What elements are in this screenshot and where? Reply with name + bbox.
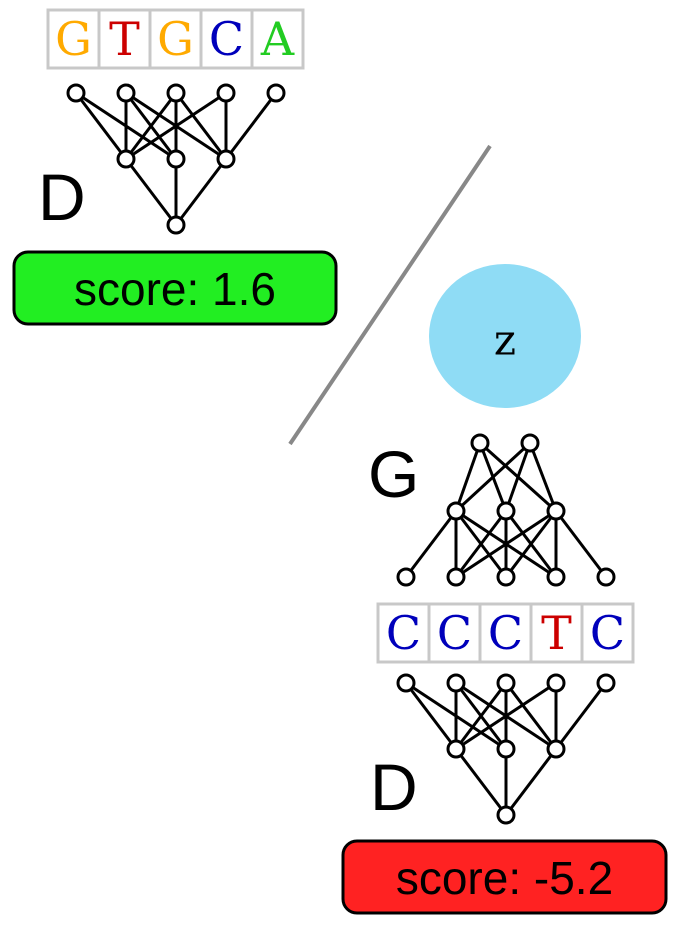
real-discriminator-network xyxy=(66,83,286,235)
fake-score-text: score: -5.2 xyxy=(396,852,613,904)
gen-seq-letter: C xyxy=(386,606,421,660)
gen-seq-letter: T xyxy=(541,606,572,660)
input-node xyxy=(396,673,416,693)
network-edges xyxy=(404,681,608,816)
gen-seq-cell: C xyxy=(427,602,482,664)
generator-label: G xyxy=(368,437,419,511)
generated-sequence: C C C T C xyxy=(376,602,635,664)
hidden-node xyxy=(116,149,136,169)
gen-seq-cell: C xyxy=(580,602,635,664)
hidden-node xyxy=(496,501,516,521)
input-node xyxy=(496,673,516,693)
generator-output-node xyxy=(546,567,566,587)
generator-output-node xyxy=(596,567,616,587)
gen-seq-letter: C xyxy=(437,606,472,660)
fake-score-box xyxy=(341,839,668,915)
hidden-node xyxy=(166,149,186,169)
real-score-text: score: 1.6 xyxy=(74,263,276,315)
fake-discriminator-label: D xyxy=(370,750,418,824)
real-seq-cell: C xyxy=(199,8,254,70)
hidden-node xyxy=(446,739,466,759)
latent-ellipse xyxy=(429,264,581,408)
real-score-box xyxy=(12,250,338,326)
real-seq-letter: G xyxy=(55,12,92,66)
gen-seq-cell: T xyxy=(529,602,584,664)
real-seq-letter: A xyxy=(260,12,295,66)
real-seq-cell: G xyxy=(148,8,203,70)
real-seq-letter: T xyxy=(109,12,140,66)
divider-line xyxy=(288,144,492,446)
hidden-node xyxy=(546,501,566,521)
output-node xyxy=(496,805,516,825)
hidden-node xyxy=(546,739,566,759)
real-seq-cell: G xyxy=(46,8,101,70)
input-node xyxy=(216,83,236,103)
hidden-node xyxy=(216,149,236,169)
real-seq-letter: G xyxy=(157,12,194,66)
latent-label: z xyxy=(494,316,516,365)
generator-output-node xyxy=(396,567,416,587)
generator-input-node xyxy=(520,433,540,453)
real-seq-cell: A xyxy=(250,8,305,70)
gen-seq-letter: C xyxy=(488,606,523,660)
input-node xyxy=(596,673,616,693)
hidden-node xyxy=(496,739,516,759)
hidden-node xyxy=(446,501,466,521)
network-edges xyxy=(404,441,608,579)
generator-output-node xyxy=(496,567,516,587)
gen-seq-letter: C xyxy=(590,606,625,660)
generator-network xyxy=(396,433,616,587)
input-node xyxy=(266,83,286,103)
gen-seq-cell: C xyxy=(376,602,431,664)
input-node xyxy=(166,83,186,103)
input-node xyxy=(66,83,86,103)
input-node xyxy=(116,83,136,103)
generator-output-node xyxy=(446,567,466,587)
network-edges xyxy=(74,91,278,226)
real-discriminator-label: D xyxy=(38,160,86,234)
fake-discriminator-network xyxy=(396,673,616,825)
fake-score-badge: score: -5.2 xyxy=(341,839,668,915)
real-score-badge: score: 1.6 xyxy=(12,250,338,326)
output-node xyxy=(166,215,186,235)
real-sequence: G T G C A xyxy=(46,8,305,70)
input-node xyxy=(546,673,566,693)
real-seq-cell: T xyxy=(97,8,152,70)
input-node xyxy=(446,673,466,693)
latent-vector: z xyxy=(429,264,581,408)
generator-input-node xyxy=(470,433,490,453)
real-seq-letter: C xyxy=(209,12,244,66)
gen-seq-cell: C xyxy=(478,602,533,664)
